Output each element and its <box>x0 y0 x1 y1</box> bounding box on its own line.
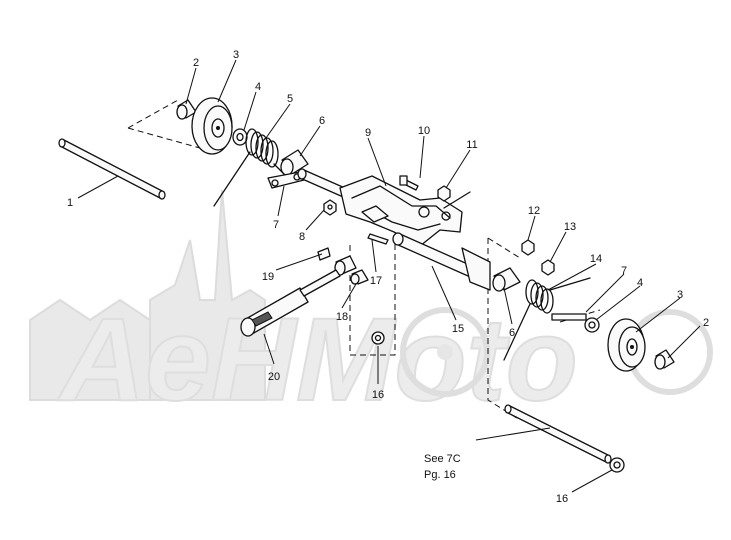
callout-11: 11 <box>466 139 477 151</box>
callout-3: 3 <box>233 49 239 61</box>
shock-absorber <box>240 269 341 337</box>
idler-wheel-right <box>607 318 646 372</box>
pivot-arm-assembly <box>297 168 471 247</box>
torsion-spring-right <box>503 277 591 361</box>
callout-16b: 16 <box>556 493 568 505</box>
watermark-castle-icon <box>29 189 266 401</box>
callout-1: 1 <box>67 197 73 209</box>
link-plate-left <box>267 171 305 189</box>
callout-5: 5 <box>287 93 293 105</box>
washer-lower-right <box>609 457 625 473</box>
leader-lines <box>77 59 701 493</box>
reference-note: See 7C Pg. 16 <box>424 453 461 481</box>
reference-note-line2: Pg. 16 <box>424 469 456 481</box>
torsion-spring-left <box>213 128 291 207</box>
callout-7: 7 <box>273 219 279 231</box>
cross-shaft <box>392 232 491 291</box>
bushing-right <box>654 349 675 370</box>
alignment-lines <box>127 99 601 421</box>
washer-left <box>232 128 248 146</box>
callout-6b: 6 <box>509 327 515 339</box>
callout-4: 4 <box>255 81 261 93</box>
callout-14: 14 <box>590 253 602 265</box>
nut-upper <box>437 185 451 202</box>
callout-9: 9 <box>365 127 371 139</box>
callout-2: 2 <box>193 57 199 69</box>
callout-10: 10 <box>418 125 430 137</box>
watermark: AeHMoto <box>29 189 713 427</box>
callout-16a: 16 <box>372 389 384 401</box>
link-plate-right <box>551 313 587 321</box>
callout-7b: 7 <box>621 265 627 277</box>
washer-lower-left <box>371 331 385 345</box>
callout-13: 13 <box>564 221 576 233</box>
small-bushing <box>350 269 369 285</box>
callout-6: 6 <box>319 115 325 127</box>
callout-2b: 2 <box>703 317 709 329</box>
callout-19: 19 <box>262 271 274 283</box>
callout-17: 17 <box>370 275 382 287</box>
nut-right-a <box>521 239 535 256</box>
nut <box>323 199 337 216</box>
reference-note-line1: See 7C <box>424 453 461 465</box>
callout-12: 12 <box>528 205 540 217</box>
callout-15: 15 <box>452 323 464 335</box>
spacer-left <box>280 149 309 176</box>
pin <box>367 233 389 245</box>
idler-wheel-left <box>191 97 233 155</box>
callout-8: 8 <box>299 231 305 243</box>
watermark-text: AeHMoto <box>57 294 578 426</box>
callouts: 1 2 3 4 5 6 7 8 9 10 11 12 13 14 7 4 3 2… <box>67 49 709 505</box>
spacer-right <box>492 267 521 292</box>
callout-20: 20 <box>268 371 280 383</box>
callout-4b: 4 <box>637 277 643 289</box>
pivot-bushing <box>317 247 357 276</box>
nut-right-b <box>541 259 555 276</box>
callout-18: 18 <box>336 311 348 323</box>
callout-3b: 3 <box>677 289 683 301</box>
washer-right <box>584 317 600 333</box>
shaft-right <box>504 404 612 464</box>
bolt <box>399 175 419 191</box>
shaft-left <box>58 138 166 200</box>
